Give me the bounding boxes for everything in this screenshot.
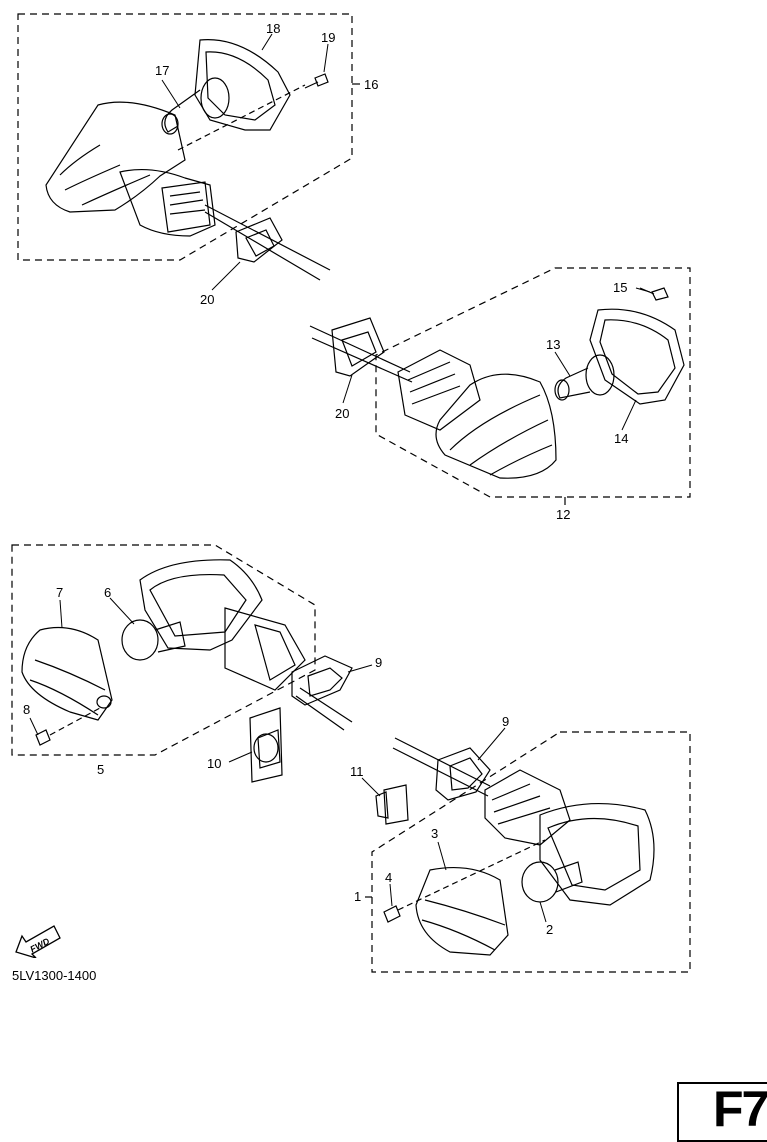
callout-8: 8 (23, 702, 30, 717)
leader-lines (29, 33, 651, 923)
assembly-1 (365, 731, 691, 973)
callout-1: 1 (354, 889, 361, 904)
assembly-5 (11, 544, 353, 756)
assembly-16 (17, 13, 360, 281)
callout-7: 7 (56, 585, 63, 600)
callout-2: 2 (546, 922, 553, 937)
callout-3: 3 (431, 826, 438, 841)
callout-10: 10 (207, 756, 221, 771)
callout-20a: 20 (200, 292, 214, 307)
diagram-code: 5LV1300-1400 (12, 968, 97, 983)
callout-11: 11 (350, 764, 364, 779)
callout-5: 5 (97, 762, 104, 777)
forward-arrow-icon: FWD (15, 925, 61, 958)
part-10 (249, 707, 283, 783)
callout-14: 14 (614, 431, 628, 446)
callout-9a: 9 (375, 655, 382, 670)
callout-9b: 9 (502, 714, 509, 729)
callout-16: 16 (364, 77, 378, 92)
assembly-12 (309, 267, 691, 505)
callout-20b: 20 (335, 406, 349, 421)
callout-labels: 18 19 17 16 20 15 13 20 14 12 7 6 9 8 10… (23, 21, 628, 937)
callout-19: 19 (321, 30, 335, 45)
part-11 (375, 784, 409, 825)
callout-17: 17 (155, 63, 169, 78)
callout-12: 12 (556, 507, 570, 522)
callout-15: 15 (613, 280, 627, 295)
callout-13: 13 (546, 337, 560, 352)
page-label: F7 (713, 1081, 767, 1137)
callout-4: 4 (385, 870, 392, 885)
callout-6: 6 (104, 585, 111, 600)
callout-18: 18 (266, 21, 280, 36)
